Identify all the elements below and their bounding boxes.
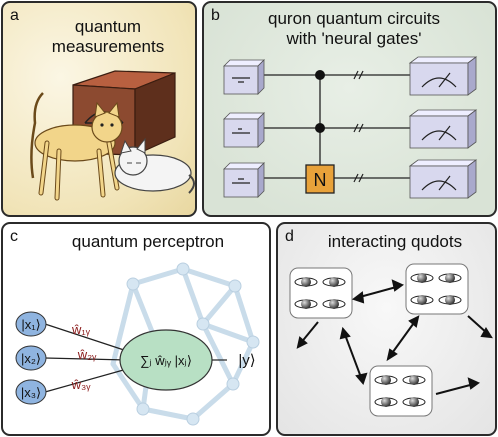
neural-gate-label: N (314, 170, 327, 190)
neural-gate (305, 164, 335, 194)
qudot-cell (290, 268, 352, 318)
output-label: |y⟩ (238, 352, 255, 369)
qudot-cell (406, 264, 468, 314)
weight-label: ŵ₂ᵧ (77, 347, 97, 362)
cat-measurement-illustration (30, 70, 195, 201)
input-edges (44, 323, 128, 393)
control-dot (315, 123, 325, 133)
weight-label: ŵ₁ᵧ (71, 322, 91, 337)
panel-quron-circuits: b quron quantum circuits with 'neural ga… (202, 1, 497, 217)
panel-label-a: a (10, 7, 19, 24)
standing-cat-icon (30, 92, 123, 201)
panel-label-d: d (285, 228, 294, 245)
panel-quantum-measurements: a quantum measurements (1, 1, 197, 217)
input-nodes (15, 311, 47, 405)
input-node-label: |x₁⟩ (21, 317, 40, 332)
lying-cat-icon (114, 137, 195, 194)
sum-expression: ∑ⱼ ŵⱼᵧ |xⱼ⟩ (140, 353, 192, 368)
weight-label: ŵ₃ᵧ (71, 377, 92, 392)
interaction-arrows (296, 279, 493, 395)
wire-break-marks (353, 70, 364, 183)
panel-interacting-qudots: d interacting qudots (276, 222, 497, 436)
measurement-boxes (408, 56, 478, 199)
perceptron-diagram: |x₁⟩ |x₂⟩ |x₃⟩ ŵ₁ᵧ ŵ₂ᵧ ŵ₃ᵧ ∑ⱼ ŵⱼᵧ |xⱼ⟩ |… (15, 262, 260, 426)
panel-b-title: quron quantum circuits with 'neural gate… (268, 9, 440, 48)
panel-quantum-perceptron: c quantum perceptron |x₁ (1, 222, 271, 436)
qudot-cell (370, 366, 432, 416)
qudot-diagram (278, 224, 493, 436)
panel-a-title: quantum measurements (51, 17, 165, 56)
input-state-boxes (223, 59, 265, 198)
panel-c-title: quantum perceptron (71, 232, 225, 251)
panel-d-title: interacting qudots (327, 232, 463, 251)
input-node-label: |x₂⟩ (21, 351, 41, 366)
input-node-label: |x₃⟩ (21, 385, 41, 400)
panel-label-b: b (211, 7, 220, 24)
circuit-diagram: N (223, 56, 478, 199)
panel-label-c: c (10, 228, 18, 245)
control-dot (315, 70, 325, 80)
